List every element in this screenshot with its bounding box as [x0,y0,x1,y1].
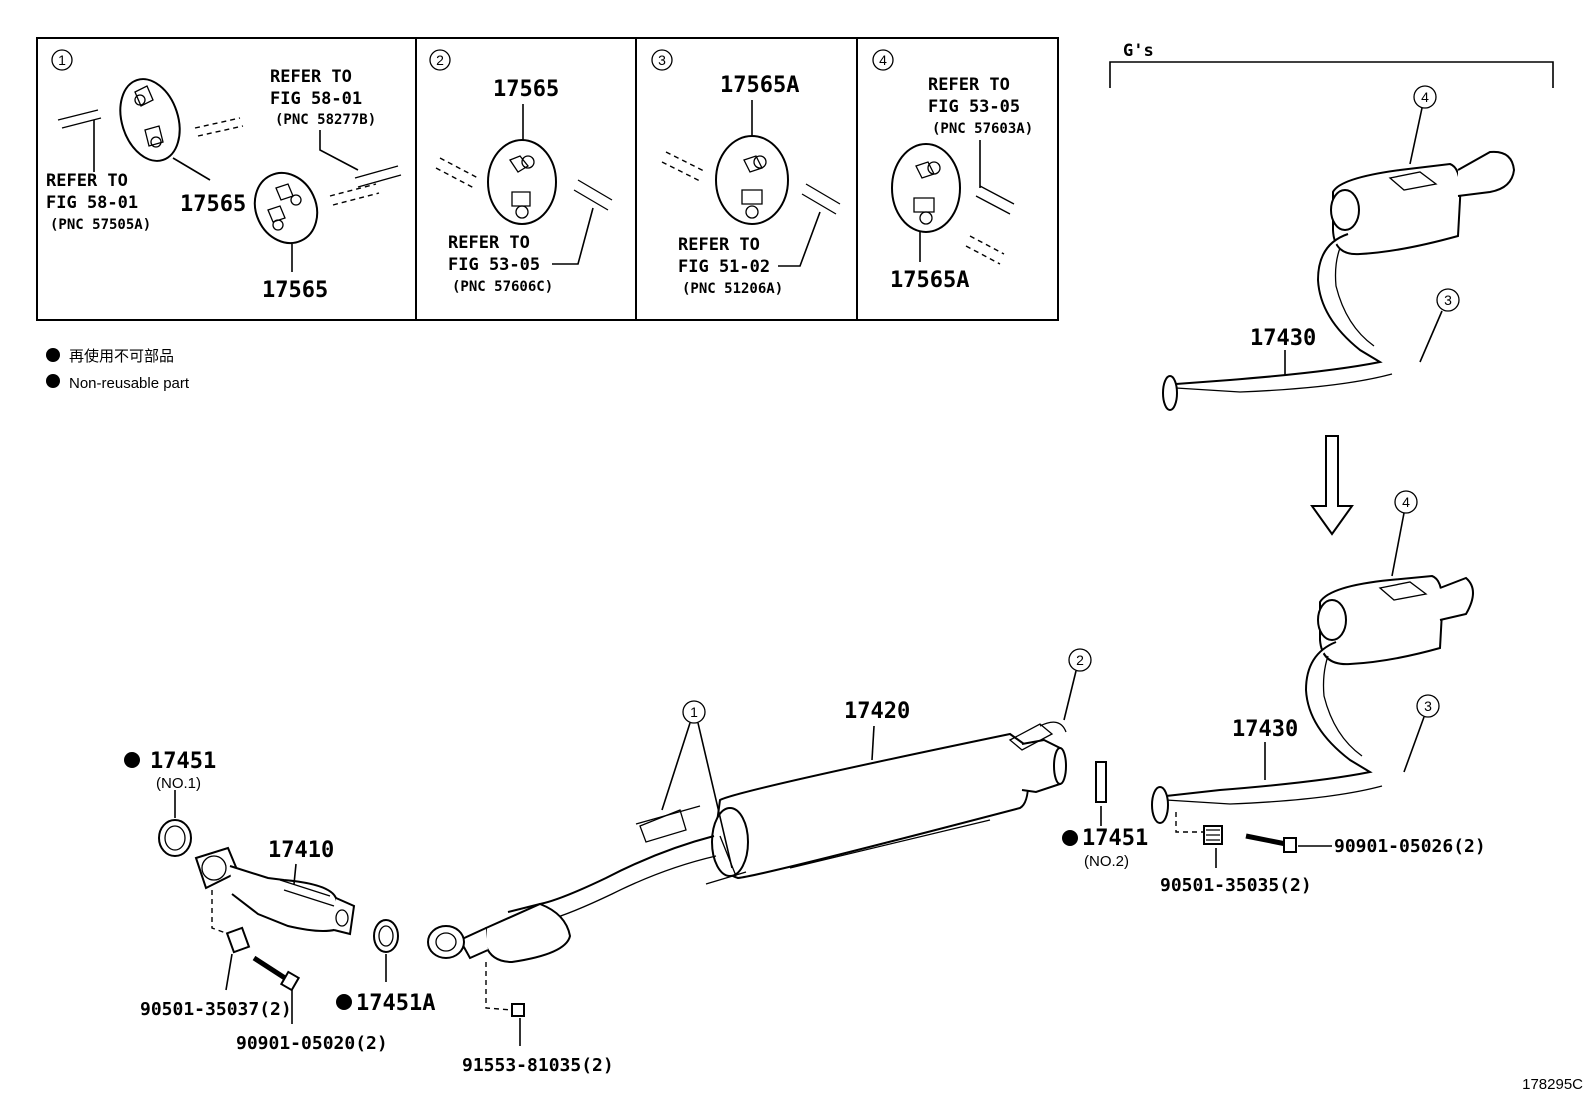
gs-label: G's [1123,41,1154,61]
rubber-hanger-icon [891,143,961,233]
rear-muffler-standard [1317,574,1474,666]
figure-id: 178295C [1522,1076,1583,1093]
center-pipe-17420: 17420 1 2 91553-81035(2) [427,648,1092,1076]
part-17410: 17410 [268,838,334,863]
panel-3-ref-pnc: (PNC 51206A) [682,281,783,297]
part-17430-standard: 17430 [1232,717,1298,742]
non-reusable-dot-icon [46,374,60,388]
panel-1-ref-a-pnc: (PNC 58277B) [275,112,376,128]
panel-4-ref-line2: FIG 53-05 [928,97,1020,117]
panel-3-part: 17565A [720,73,799,98]
part-91553-81035: 91553-81035(2) [462,1055,614,1076]
detail-panels: 1 17565 1756 [36,37,1059,321]
part-17451-no2-sub: (NO.2) [1084,853,1129,870]
legend: 再使用不可部品 Non-reusable part [46,348,190,392]
callout-4-gs: 4 [1421,89,1429,105]
arrow-down-icon [1310,435,1354,536]
gasket-17451a: 17451A [336,919,435,1016]
callout-1: 1 [690,704,698,720]
rubber-hanger-icon [715,135,789,225]
part-17451-no1: 17451 [150,749,216,774]
panel-2-ref-line1: REFER TO [448,233,530,253]
panel-1: 1 17565 1756 [46,49,402,303]
callout-3-gs: 3 [1444,292,1452,308]
panel-3-number: 3 [658,52,666,68]
bolt-icon [1245,833,1297,853]
panel-2-part: 17565 [493,77,559,102]
nut-icon [511,1003,525,1017]
callout-4-standard: 4 [1402,494,1410,510]
rubber-hanger-icon [487,139,557,225]
non-reusable-dot-icon [46,348,60,362]
legend-english: Non-reusable part [69,375,190,392]
panel-1-ref-b-line2: FIG 58-01 [46,193,138,213]
part-90901-05026: 90901-05026(2) [1334,836,1486,857]
panel-1-ref-b-line1: REFER TO [46,171,128,191]
panel-3-ref-line1: REFER TO [678,235,760,255]
spring-icon [225,926,251,954]
non-reusable-dot-icon [1062,830,1078,846]
non-reusable-dot-icon [336,994,352,1010]
gasket-17451-no1 [158,819,192,857]
panel-3: 3 17565A REFER TO FIG 51-02 (PNC 51206A) [651,49,841,297]
part-17451-no2: 17451 [1082,826,1148,851]
bolt-icon [252,955,301,992]
callout-2: 2 [1076,652,1084,668]
rubber-hanger-icon [119,78,181,162]
part-90501-35037: 90501-35037(2) [140,999,292,1020]
panel-1-ref-b-pnc: (PNC 57505A) [50,217,151,233]
part-17430-gs: 17430 [1250,326,1316,351]
panel-2-ref-pnc: (PNC 57606C) [452,279,553,295]
panel-2: 2 17565 REFER TO FIG 53-05 (PNC 57606C) [429,49,613,295]
panel-4: 4 17565A REFER TO FIG 53-05 (PNC 57603A) [872,49,1033,293]
non-reusable-dot-icon [124,752,140,768]
part-17451a: 17451A [356,991,435,1016]
part-90901-05020: 90901-05020(2) [236,1033,388,1054]
rubber-hanger-icon [253,171,319,245]
panel-4-ref-pnc: (PNC 57603A) [932,121,1033,137]
front-pipe-17410: 17451 (NO.1) 17410 90501-35037(2) 90901-… [124,749,388,1054]
panel-3-ref-line2: FIG 51-02 [678,257,770,277]
panel-1-ref-a-line1: REFER TO [270,67,352,87]
gasket-17451-no2: 17451 (NO.2) [1062,761,1148,870]
panel-1-ref-a-line2: FIG 58-01 [270,89,362,109]
panel-4-part: 17565A [890,268,969,293]
rear-muffler-gs [1330,150,1516,256]
part-17420: 17420 [844,699,910,724]
panel-2-ref-line2: FIG 53-05 [448,255,540,275]
part-90501-35035: 90501-35035(2) [1160,875,1312,896]
panel-2-number: 2 [436,52,444,68]
legend-japanese: 再使用不可部品 [69,348,174,365]
callout-3-standard: 3 [1424,698,1432,714]
spring-icon [1203,825,1223,845]
part-17451-no1-sub: (NO.1) [156,775,201,792]
panel-4-ref-line1: REFER TO [928,75,1010,95]
panel-1-number: 1 [58,52,66,68]
gs-variant: G's 17430 4 3 [1109,41,1554,411]
panel-1-part-b: 17565 [262,278,328,303]
panel-4-number: 4 [879,52,887,68]
rear-section-standard: 17430 4 3 90501-35035(2) 90901-05026(2) [1151,490,1486,896]
panel-1-part-a: 17565 [180,192,246,217]
